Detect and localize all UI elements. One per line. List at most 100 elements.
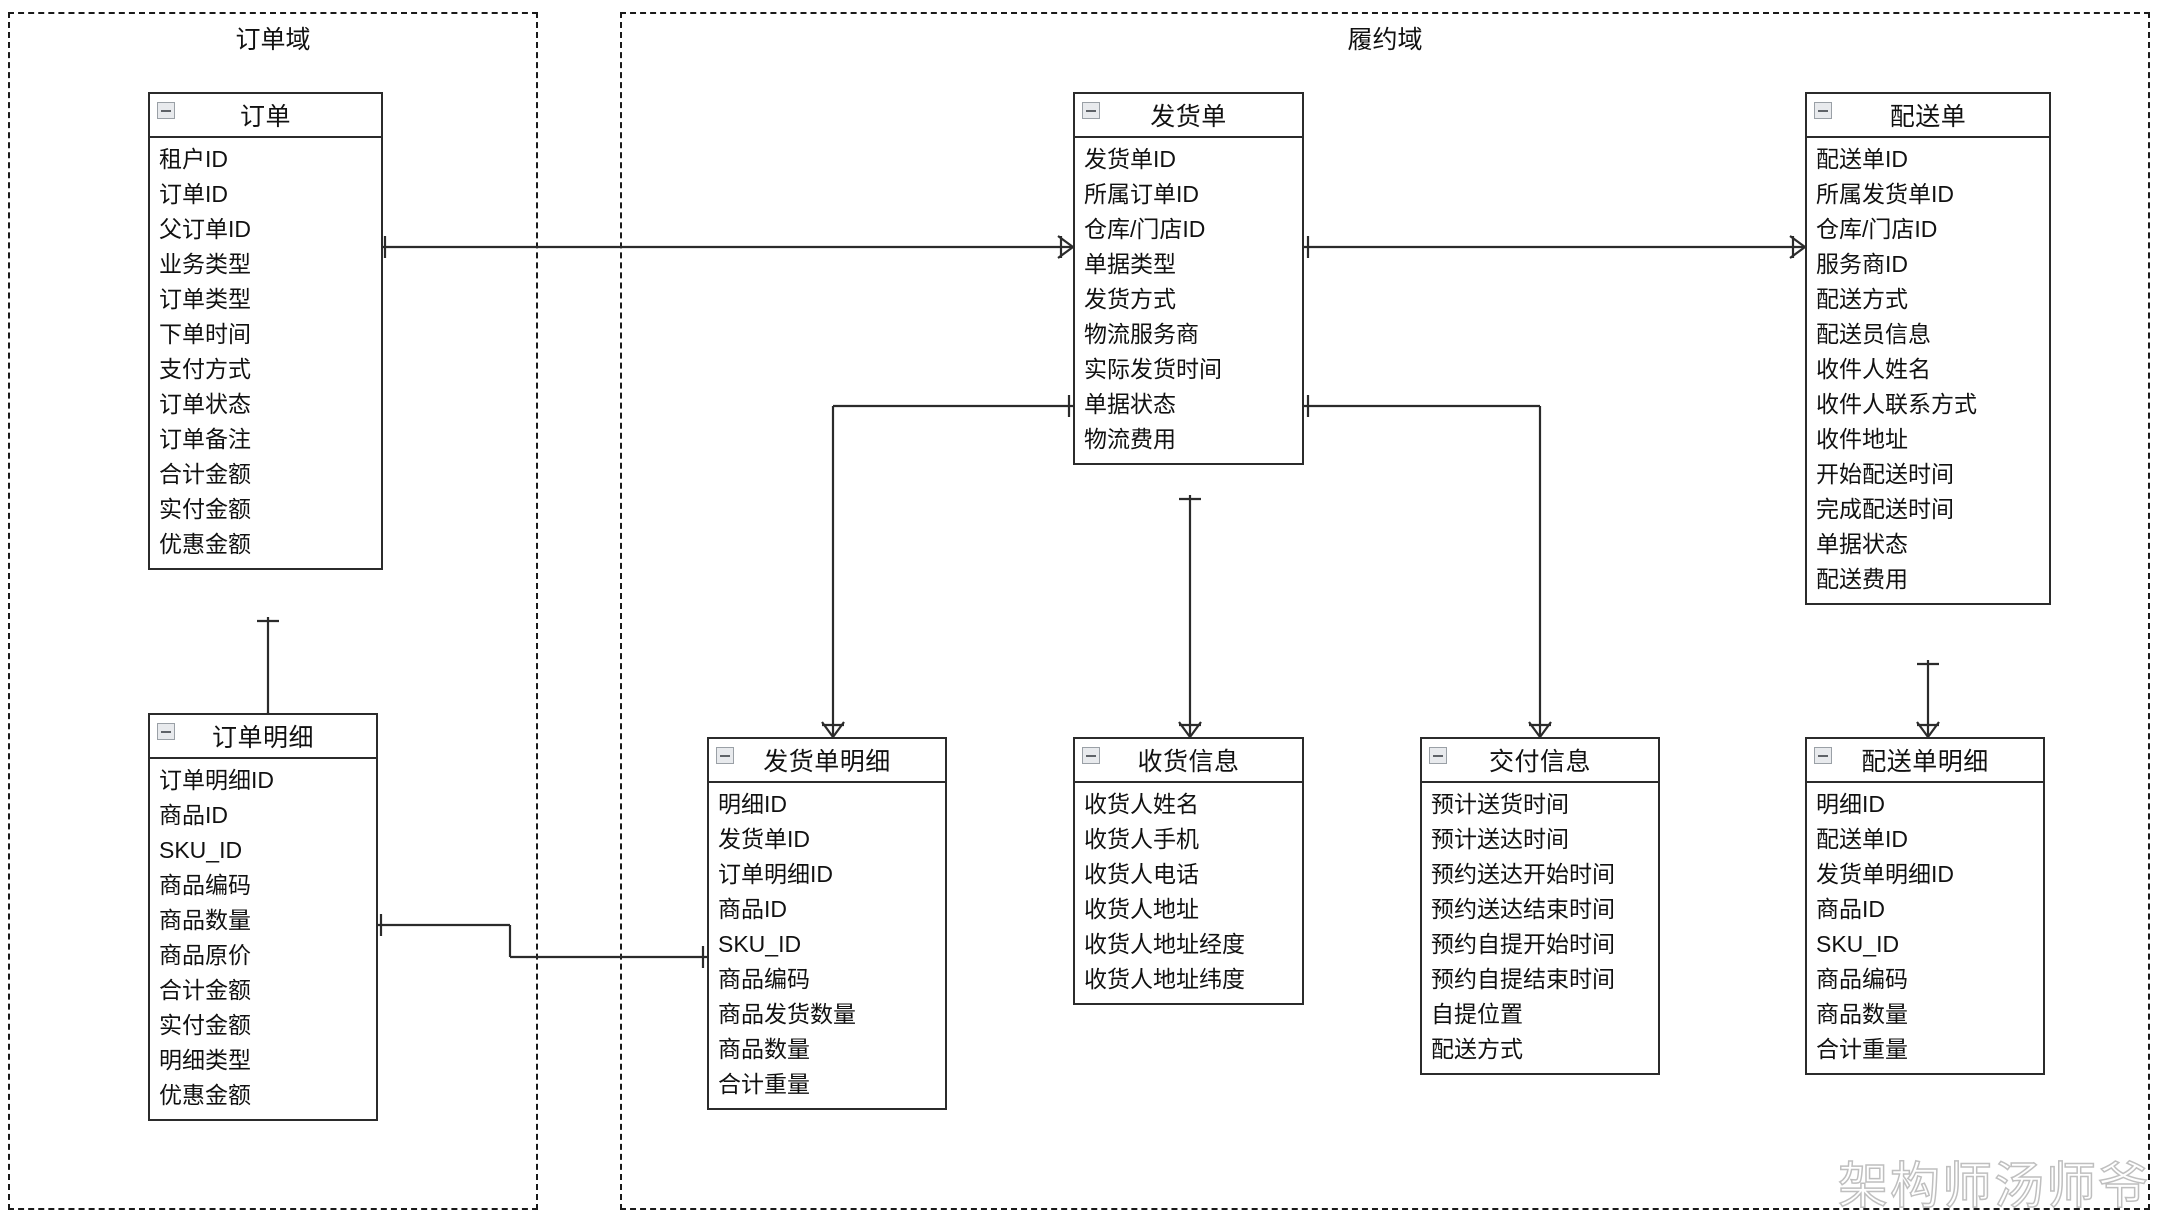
entity-order-fields: 租户ID 订单ID 父订单ID 业务类型 订单类型 下单时间 支付方式 订单状态… [150, 138, 381, 568]
field-row: 收件地址 [1816, 426, 1908, 452]
entity-delivery-order-fields: 配送单ID 所属发货单ID 仓库/门店ID 服务商ID 配送方式 配送员信息 收… [1807, 138, 2049, 603]
field-row: 发货单明细ID [1816, 861, 1954, 887]
field-row: 配送方式 [1431, 1036, 1523, 1062]
collapse-minus-icon[interactable] [1082, 102, 1100, 119]
field-row: 父订单ID [159, 216, 251, 242]
field-row: 商品数量 [1816, 1001, 1908, 1027]
field-row: 收货人地址 [1084, 896, 1199, 922]
entity-shipment-detail-header[interactable]: 发货单明细 [709, 739, 945, 783]
field-row: 预计送达时间 [1431, 826, 1569, 852]
field-row: 物流服务商 [1084, 321, 1199, 347]
collapse-minus-icon[interactable] [1814, 747, 1832, 764]
field-row: SKU_ID [718, 931, 802, 957]
collapse-minus-icon[interactable] [716, 747, 734, 764]
entity-delivery-detail-header[interactable]: 配送单明细 [1807, 739, 2043, 783]
entity-shipment[interactable]: 发货单 发货单ID 所属订单ID 仓库/门店ID 单据类型 发货方式 物流服务商… [1073, 92, 1304, 465]
field-row: 配送方式 [1816, 286, 1908, 312]
field-row: 合计金额 [159, 977, 251, 1003]
entity-shipment-title: 发货单 [1150, 103, 1227, 131]
collapse-minus-icon[interactable] [1082, 747, 1100, 764]
domain-label-order: 订单域 [235, 26, 311, 54]
entity-order-detail-fields: 订单明细ID 商品ID SKU_ID 商品编码 商品数量 商品原价 合计金额 实… [150, 759, 376, 1119]
collapse-minus-icon[interactable] [1429, 747, 1447, 764]
field-row: 商品数量 [718, 1036, 810, 1062]
entity-shipment-detail-fields: 明细ID 发货单ID 订单明细ID 商品ID SKU_ID 商品编码 商品发货数… [709, 783, 945, 1108]
field-row: 所属订单ID [1084, 181, 1199, 207]
entity-order-detail[interactable]: 订单明细 订单明细ID 商品ID SKU_ID 商品编码 商品数量 商品原价 合… [148, 713, 378, 1121]
field-row: 商品ID [159, 802, 228, 828]
field-row: SKU_ID [1816, 931, 1900, 957]
field-row: 明细ID [1816, 791, 1885, 817]
field-row: 预约自提开始时间 [1431, 931, 1615, 957]
field-row: 订单明细ID [159, 767, 274, 793]
field-row: 单据状态 [1816, 531, 1908, 557]
entity-delivery-info-header[interactable]: 交付信息 [1422, 739, 1658, 783]
field-row: 商品编码 [718, 966, 810, 992]
field-row: 发货单ID [718, 826, 810, 852]
field-row: 仓库/门店ID [1816, 216, 1938, 242]
field-row: 配送单ID [1816, 826, 1908, 852]
entity-delivery-info[interactable]: 交付信息 预计送货时间 预计送达时间 预约送达开始时间 预约送达结束时间 预约自… [1420, 737, 1660, 1075]
field-row: 服务商ID [1816, 251, 1908, 277]
field-row: 收件人联系方式 [1816, 391, 1977, 417]
field-row: 收货人地址纬度 [1084, 966, 1245, 992]
field-row: 完成配送时间 [1816, 496, 1954, 522]
entity-delivery-detail-fields: 明细ID 配送单ID 发货单明细ID 商品ID SKU_ID 商品编码 商品数量… [1807, 783, 2043, 1073]
field-row: 预约送达开始时间 [1431, 861, 1615, 887]
field-row: 商品ID [1816, 896, 1885, 922]
field-row: 租户ID [159, 146, 228, 172]
field-row: 单据状态 [1084, 391, 1176, 417]
entity-shipment-fields: 发货单ID 所属订单ID 仓库/门店ID 单据类型 发货方式 物流服务商 实际发… [1075, 138, 1302, 463]
field-row: 明细类型 [159, 1047, 251, 1073]
entity-shipment-header[interactable]: 发货单 [1075, 94, 1302, 138]
field-row: 业务类型 [159, 251, 251, 277]
entity-order-title: 订单 [239, 103, 291, 131]
entity-delivery-detail-title: 配送单明细 [1861, 748, 1989, 776]
entity-receiving-info-fields: 收货人姓名 收货人手机 收货人电话 收货人地址 收货人地址经度 收货人地址纬度 [1075, 783, 1302, 1003]
entity-order-detail-header[interactable]: 订单明细 [150, 715, 376, 759]
field-row: 收货人手机 [1084, 826, 1199, 852]
entity-delivery-order-title: 配送单 [1889, 103, 1967, 131]
entity-delivery-detail[interactable]: 配送单明细 明细ID 配送单ID 发货单明细ID 商品ID SKU_ID 商品编… [1805, 737, 2045, 1075]
field-row: 订单ID [159, 181, 228, 207]
field-row: 订单明细ID [718, 861, 833, 887]
collapse-minus-icon[interactable] [157, 723, 175, 740]
field-row: 合计金额 [159, 461, 251, 487]
entity-delivery-order-header[interactable]: 配送单 [1807, 94, 2049, 138]
field-row: 商品发货数量 [718, 1001, 856, 1027]
domain-box-fulfillment[interactable] [620, 12, 2150, 1210]
field-row: 收货人电话 [1084, 861, 1199, 887]
entity-order[interactable]: 订单 租户ID 订单ID 父订单ID 业务类型 订单类型 下单时间 支付方式 订… [148, 92, 383, 570]
domain-box-order[interactable] [8, 12, 538, 1210]
field-row: 预约送达结束时间 [1431, 896, 1615, 922]
field-row: 实际发货时间 [1084, 356, 1222, 382]
entity-receiving-info-header[interactable]: 收货信息 [1075, 739, 1302, 783]
field-row: 订单状态 [159, 391, 251, 417]
collapse-minus-icon[interactable] [157, 102, 175, 119]
field-row: 开始配送时间 [1816, 461, 1954, 487]
field-row: 收件人姓名 [1816, 356, 1931, 382]
field-row: 预计送货时间 [1431, 791, 1569, 817]
field-row: 收货人姓名 [1084, 791, 1199, 817]
entity-delivery-order[interactable]: 配送单 配送单ID 所属发货单ID 仓库/门店ID 服务商ID 配送方式 配送员… [1805, 92, 2051, 605]
field-row: 发货单ID [1084, 146, 1176, 172]
watermark-text: 架构师汤师爷 [1837, 1156, 2150, 1216]
field-row: 仓库/门店ID [1084, 216, 1206, 242]
entity-receiving-info[interactable]: 收货信息 收货人姓名 收货人手机 收货人电话 收货人地址 收货人地址经度 收货人… [1073, 737, 1304, 1005]
field-row: 优惠金额 [159, 531, 251, 557]
entity-shipment-detail[interactable]: 发货单明细 明细ID 发货单ID 订单明细ID 商品ID SKU_ID 商品编码… [707, 737, 947, 1110]
field-row: 订单类型 [159, 286, 251, 312]
field-row: 预约自提结束时间 [1431, 966, 1615, 992]
field-row: 商品原价 [159, 942, 251, 968]
field-row: 收货人地址经度 [1084, 931, 1245, 957]
field-row: 所属发货单ID [1816, 181, 1954, 207]
field-row: 合计重量 [718, 1071, 810, 1097]
entity-order-header[interactable]: 订单 [150, 94, 381, 138]
collapse-minus-icon[interactable] [1814, 102, 1832, 119]
field-row: 发货方式 [1084, 286, 1176, 312]
entity-shipment-detail-title: 发货单明细 [763, 748, 891, 776]
field-row: 配送费用 [1816, 566, 1908, 592]
field-row: 商品编码 [1816, 966, 1908, 992]
field-row: 自提位置 [1431, 1001, 1523, 1027]
field-row: 商品编码 [159, 872, 251, 898]
